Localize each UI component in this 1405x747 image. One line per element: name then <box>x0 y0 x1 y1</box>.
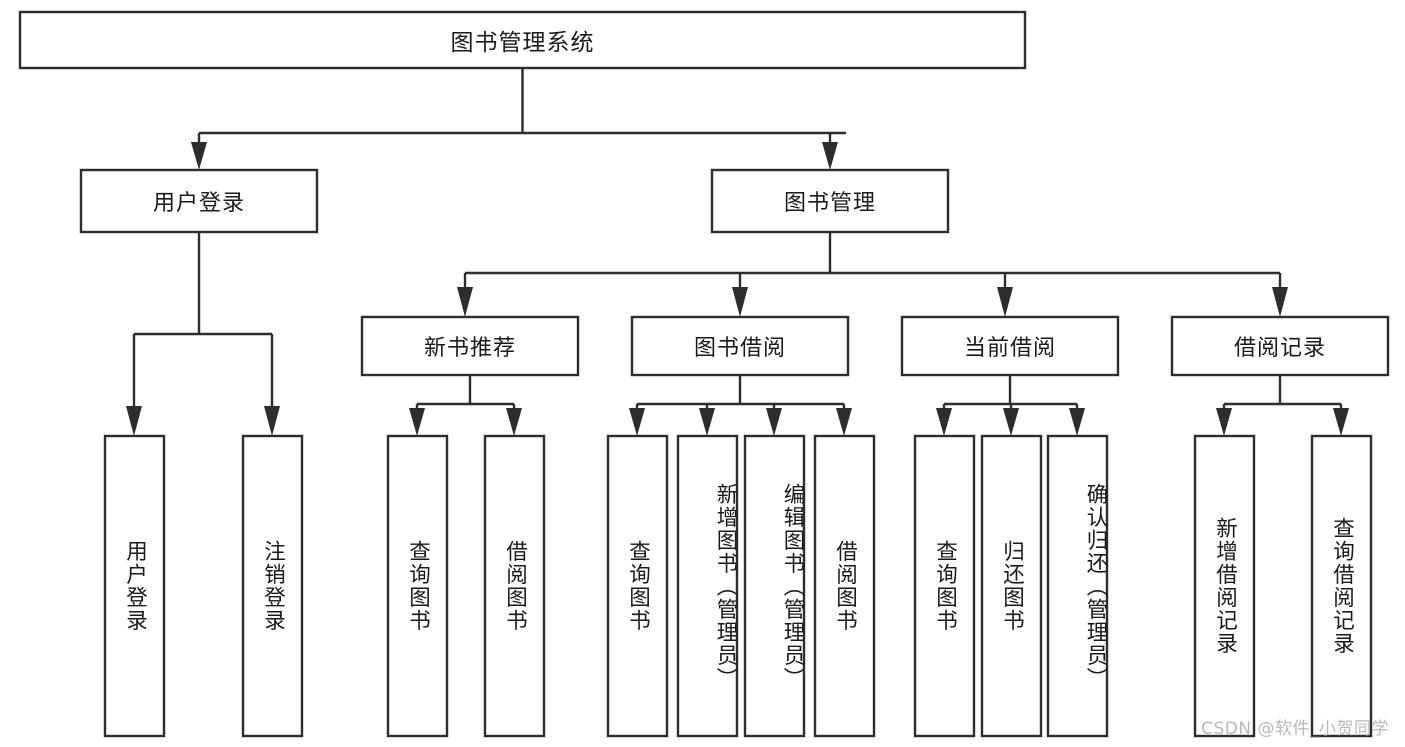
node-box-book-manage[interactable] <box>710 168 950 234</box>
connector-group-book-borrow <box>629 375 852 436</box>
node-box-book-borrow[interactable] <box>630 315 850 377</box>
arrow-head-user-login <box>191 142 207 170</box>
node-box-leaf-confirm-return[interactable] <box>1046 434 1109 738</box>
connector-group-book-manage <box>457 232 1288 317</box>
node-box-leaf-borrow-book[interactable] <box>813 434 876 738</box>
connector-group-borrow-record <box>1216 375 1349 436</box>
arrow-head-leaf-user-login <box>126 406 142 436</box>
node-box-leaf-user-login[interactable] <box>103 434 166 738</box>
node-box-leaf-query-book-borrow[interactable] <box>606 434 669 738</box>
arrow-head-leaf-confirm-return <box>1069 408 1085 436</box>
arrow-head-leaf-borrow-book <box>836 408 852 436</box>
arrow-head-leaf-edit-book <box>766 408 782 436</box>
connector-group-user-login <box>126 232 280 436</box>
connector-group-current-borrow <box>936 375 1085 436</box>
node-box-new-book-recommend[interactable] <box>360 315 580 377</box>
arrow-head-borrow-record <box>1272 287 1288 317</box>
node-box-current-borrow[interactable] <box>900 315 1120 377</box>
arrow-head-leaf-query-book-current <box>936 408 952 436</box>
node-box-leaf-add-book[interactable] <box>676 434 739 738</box>
connector-group-root <box>191 68 846 170</box>
arrow-head-leaf-add-book <box>699 408 715 436</box>
arrow-head-new-book-recommend <box>457 287 473 317</box>
node-box-leaf-return-book[interactable] <box>980 434 1043 738</box>
node-box-leaf-user-logout[interactable] <box>241 434 304 738</box>
arrow-head-leaf-return-book <box>1003 408 1019 436</box>
arrow-head-current-borrow <box>997 287 1013 317</box>
arrow-head-book-manage <box>822 142 838 170</box>
node-box-leaf-query-book-current[interactable] <box>913 434 976 738</box>
node-box-leaf-add-borrow-record[interactable] <box>1193 434 1256 738</box>
arrow-head-leaf-query-book-borrow <box>629 408 645 436</box>
arrow-head-leaf-query-book-recommend <box>409 408 425 436</box>
node-box-leaf-query-book-recommend[interactable] <box>386 434 449 738</box>
connector-group-new-book-recommend <box>409 375 522 436</box>
node-box-leaf-edit-book[interactable] <box>743 434 806 738</box>
arrow-head-leaf-borrow-book-recommend <box>506 408 522 436</box>
arrow-head-leaf-query-borrow-record <box>1333 408 1349 436</box>
node-box-leaf-borrow-book-recommend[interactable] <box>483 434 546 738</box>
node-box-user-login[interactable] <box>79 168 319 234</box>
arrow-head-book-borrow <box>732 287 748 317</box>
node-box-root[interactable] <box>18 10 1027 70</box>
node-box-leaf-query-borrow-record[interactable] <box>1310 434 1373 738</box>
arrow-head-leaf-add-borrow-record <box>1216 408 1232 436</box>
arrow-head-leaf-user-logout <box>264 406 280 436</box>
watermark: CSDN @软件_小贺同学 <box>1201 719 1389 739</box>
node-box-borrow-record[interactable] <box>1170 315 1390 377</box>
